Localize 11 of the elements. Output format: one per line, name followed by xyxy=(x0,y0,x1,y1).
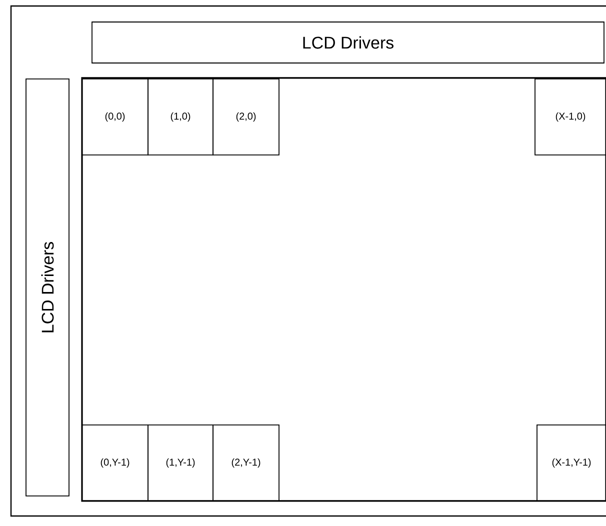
driver-bar: LCD Drivers xyxy=(26,78,70,496)
pixel-cell: (2,Y-1) xyxy=(212,424,280,502)
pixel-cell: (1,0) xyxy=(148,78,214,156)
pixel-grid-panel xyxy=(81,77,606,502)
driver-bar: LCD Drivers xyxy=(92,22,604,64)
pixel-cell: (X-1,Y-1) xyxy=(536,424,606,502)
pixel-cell: (1,Y-1) xyxy=(148,424,214,502)
pixel-cell: (X-1,0) xyxy=(534,78,606,156)
pixel-cell: (0,Y-1) xyxy=(82,424,148,502)
pixel-cell: (0,0) xyxy=(82,78,148,156)
pixel-cell: (2,0) xyxy=(212,78,280,156)
